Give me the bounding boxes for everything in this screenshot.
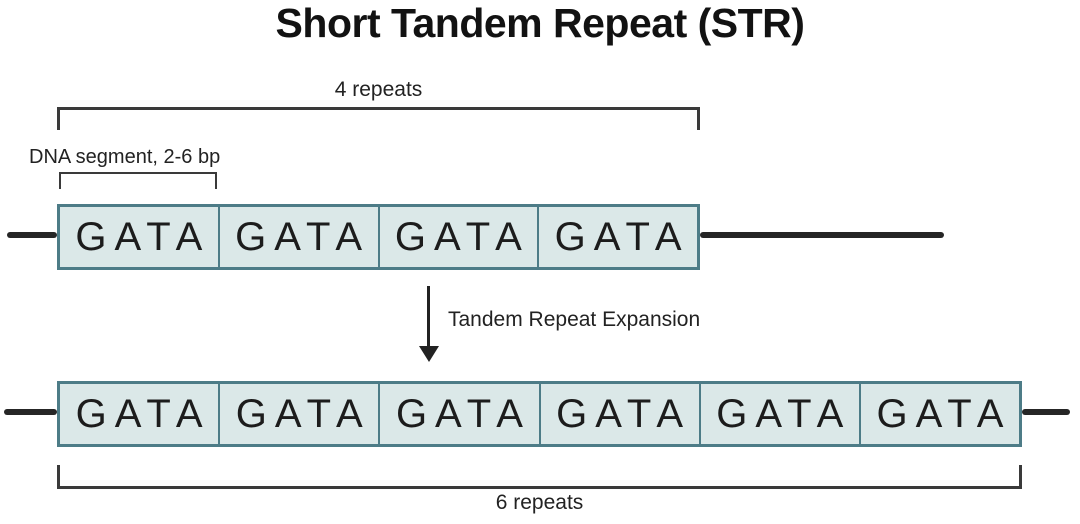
gata-box: GATA — [218, 384, 378, 444]
gata-text: GATA — [554, 214, 690, 259]
str-row-6-repeats: GATA GATA GATA GATA GATA GATA — [57, 381, 1022, 447]
top-bracket — [57, 107, 700, 130]
gata-text: GATA — [394, 214, 530, 259]
dna-strand-line — [700, 232, 944, 238]
gata-box: GATA — [537, 207, 697, 267]
gata-text: GATA — [556, 391, 692, 436]
down-arrow-icon — [427, 286, 430, 348]
bottom-bracket — [57, 465, 1022, 489]
dna-strand-line — [7, 232, 57, 238]
gata-box: GATA — [377, 207, 538, 267]
gata-box: GATA — [60, 207, 218, 267]
gata-box: GATA — [378, 384, 538, 444]
dna-strand-line — [4, 409, 57, 415]
gata-box: GATA — [217, 207, 378, 267]
expansion-arrow-label: Tandem Repeat Expansion — [448, 308, 701, 331]
top-bracket-label: 4 repeats — [334, 78, 423, 101]
gata-box: GATA — [698, 384, 859, 444]
down-arrow-head-icon — [419, 346, 439, 362]
gata-text: GATA — [75, 391, 211, 436]
dna-segment-label: DNA segment, 2-6 bp — [29, 146, 221, 168]
gata-text: GATA — [75, 214, 211, 259]
gata-box: GATA — [538, 384, 699, 444]
gata-text: GATA — [235, 391, 371, 436]
bottom-bracket-label: 6 repeats — [495, 491, 584, 514]
dna-segment-bracket — [59, 172, 217, 189]
gata-box: GATA — [60, 384, 218, 444]
gata-text: GATA — [235, 214, 371, 259]
gata-text: GATA — [876, 391, 1012, 436]
gata-text: GATA — [395, 391, 531, 436]
str-row-4-repeats: GATA GATA GATA GATA — [57, 204, 700, 270]
page-title: Short Tandem Repeat (STR) — [275, 0, 805, 46]
gata-text: GATA — [716, 391, 852, 436]
dna-strand-line — [1022, 409, 1070, 415]
gata-box: GATA — [858, 384, 1019, 444]
